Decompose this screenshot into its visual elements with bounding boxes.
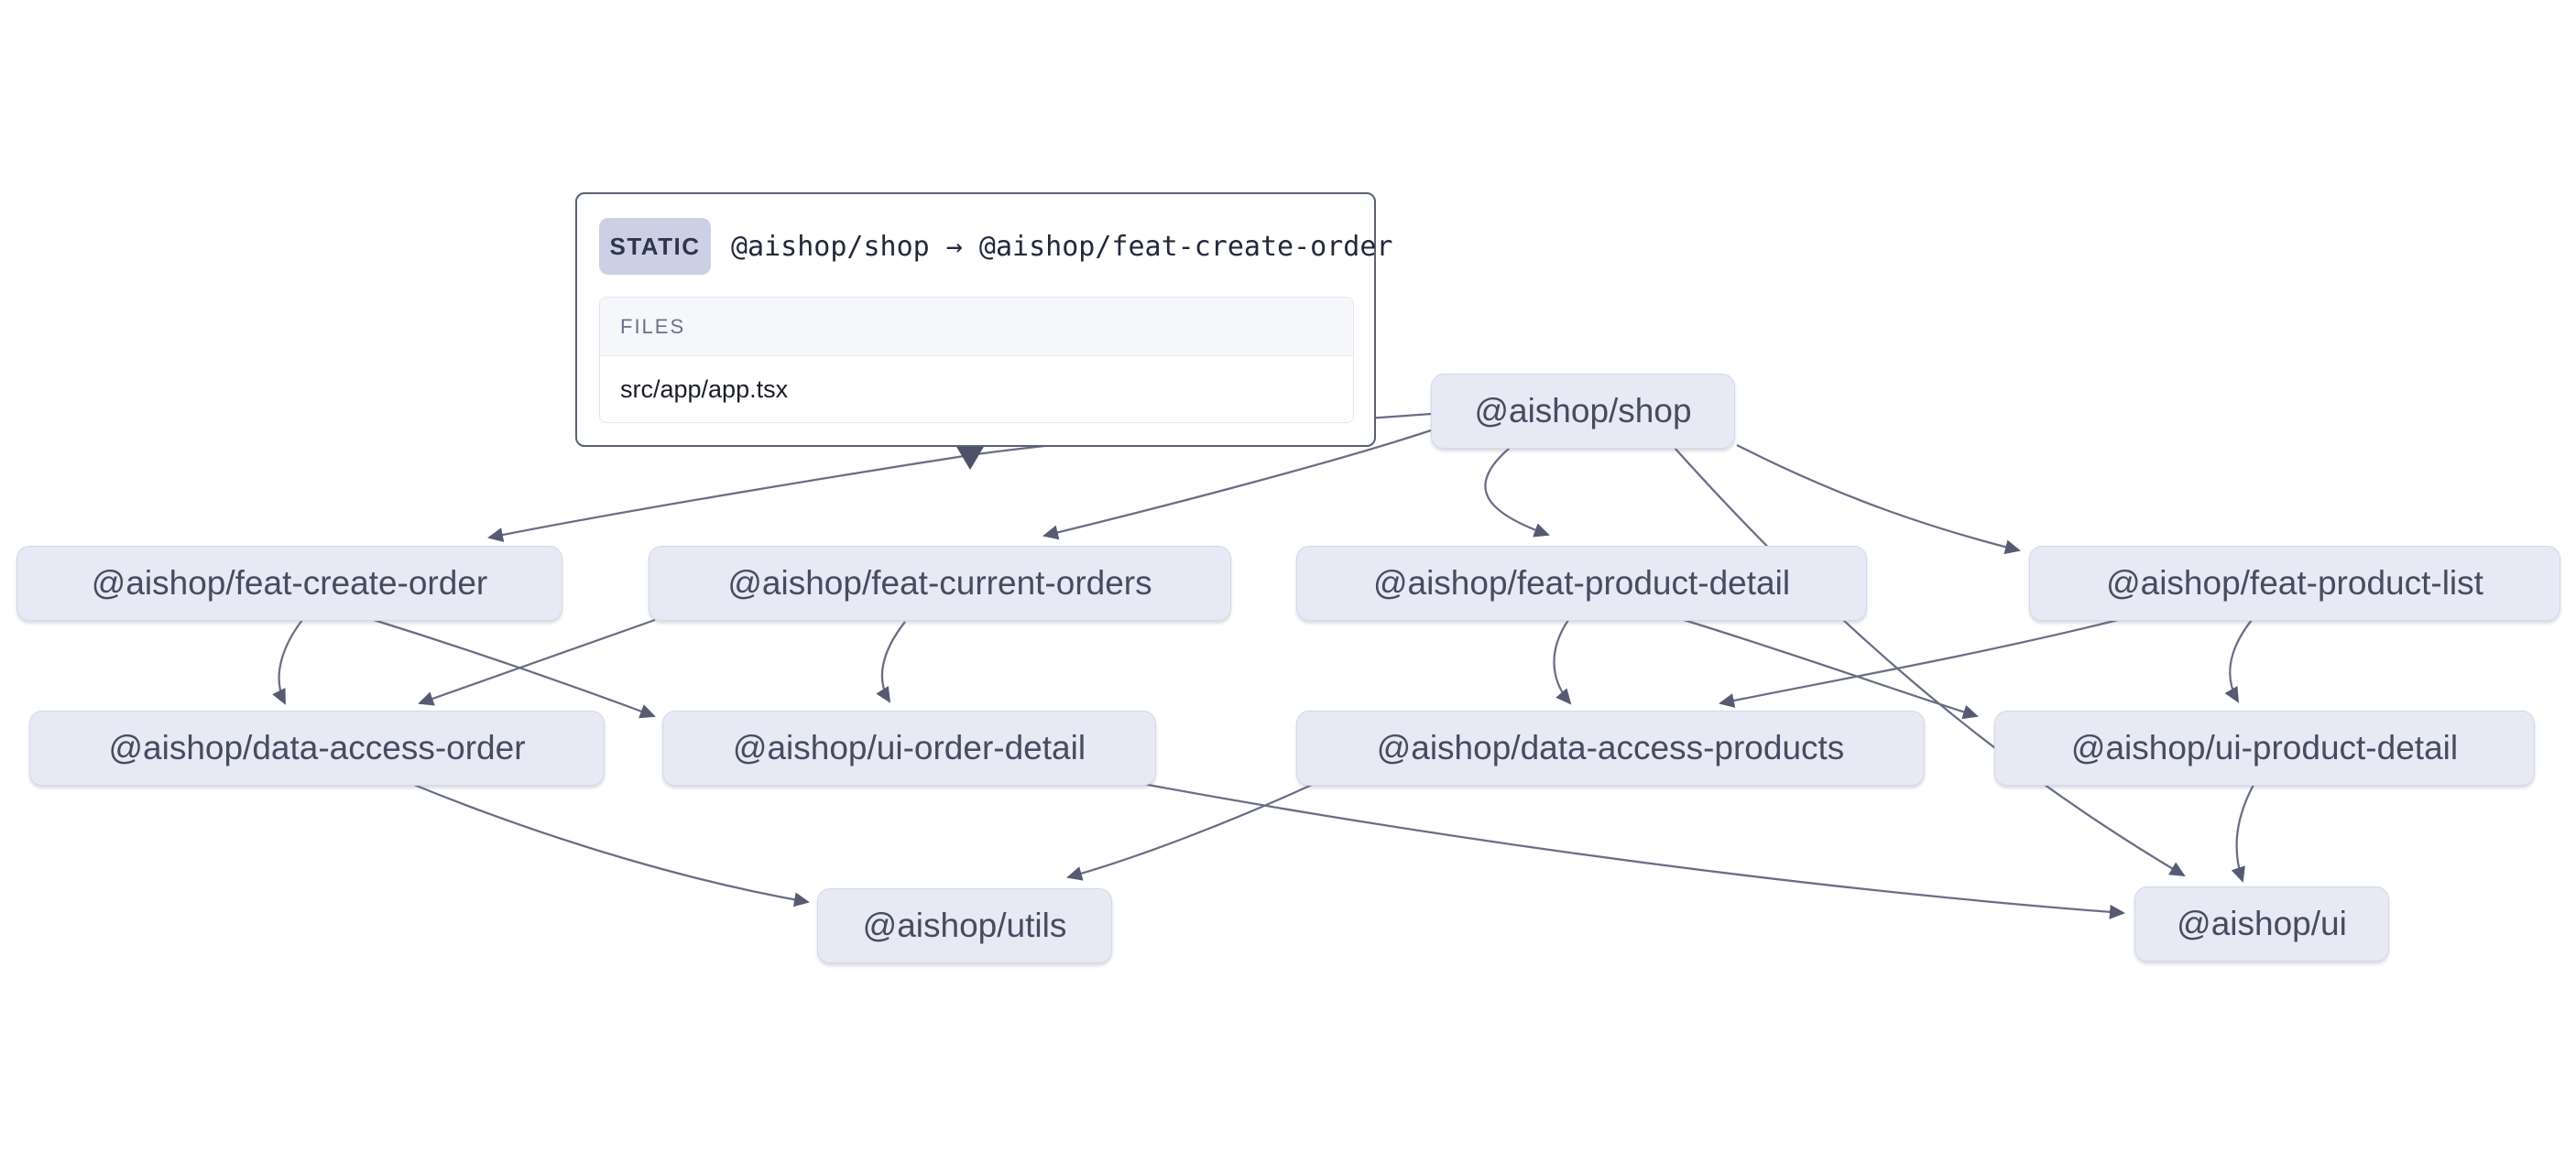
edge-ui-order-detail-ui[interactable] [1137, 781, 2125, 919]
highlighted-edge-mid-arrow-icon [953, 440, 988, 470]
node-shop[interactable]: @aishop/shop [1431, 374, 1735, 449]
node-ui-product-detail[interactable]: @aishop/ui-product-detail [1994, 711, 2535, 786]
edge-shop-ui[interactable] [1674, 447, 2186, 877]
node-ui-order-detail[interactable]: @aishop/ui-order-detail [662, 711, 1156, 786]
node-utils[interactable]: @aishop/utils [817, 888, 1112, 963]
node-feat-product-detail[interactable]: @aishop/feat-product-detail [1296, 546, 1867, 621]
edge-ui-product-detail-ui[interactable] [2231, 784, 2254, 883]
edge-shop-feat-product-detail[interactable] [1484, 447, 1550, 538]
files-header-label: FILES [600, 298, 1353, 356]
edge-feat-product-list-ui-product-detail[interactable] [2224, 619, 2253, 703]
edge-feat-create-order-ui-order-detail[interactable] [373, 618, 656, 719]
edge-feat-product-list-data-access-products[interactable] [1719, 618, 2119, 708]
edge-data-access-order-utils[interactable] [413, 783, 810, 908]
files-panel: FILES src/app/app.tsx [599, 297, 1354, 423]
edge-type-badge: STATIC [599, 218, 711, 275]
node-data-access-order[interactable]: @aishop/data-access-order [29, 711, 605, 786]
node-data-access-products[interactable]: @aishop/data-access-products [1296, 711, 1925, 786]
edge-shop-feat-current-orders[interactable] [1042, 429, 1432, 540]
node-feat-create-order[interactable]: @aishop/feat-create-order [16, 546, 562, 621]
file-path-item: src/app/app.tsx [600, 356, 1353, 422]
edge-feat-current-orders-data-access-order[interactable] [418, 618, 656, 706]
edge-route-text: @aishop/shop → @aishop/feat-create-order [731, 230, 1393, 263]
node-feat-product-list[interactable]: @aishop/feat-product-list [2029, 546, 2560, 621]
edge-feat-product-detail-ui-product-detail[interactable] [1683, 618, 1979, 720]
edge-tooltip: STATIC @aishop/shop → @aishop/feat-creat… [575, 192, 1392, 447]
edge-feat-current-orders-ui-order-detail[interactable] [876, 621, 906, 703]
edge-feat-product-detail-data-access-products[interactable] [1553, 619, 1572, 705]
edge-shop-feat-product-list[interactable] [1736, 443, 2021, 555]
node-ui[interactable]: @aishop/ui [2134, 886, 2389, 962]
node-feat-current-orders[interactable]: @aishop/feat-current-orders [649, 546, 1231, 621]
edge-data-access-products-utils[interactable] [1066, 783, 1313, 881]
edge-feat-create-order-data-access-order[interactable] [272, 619, 303, 705]
